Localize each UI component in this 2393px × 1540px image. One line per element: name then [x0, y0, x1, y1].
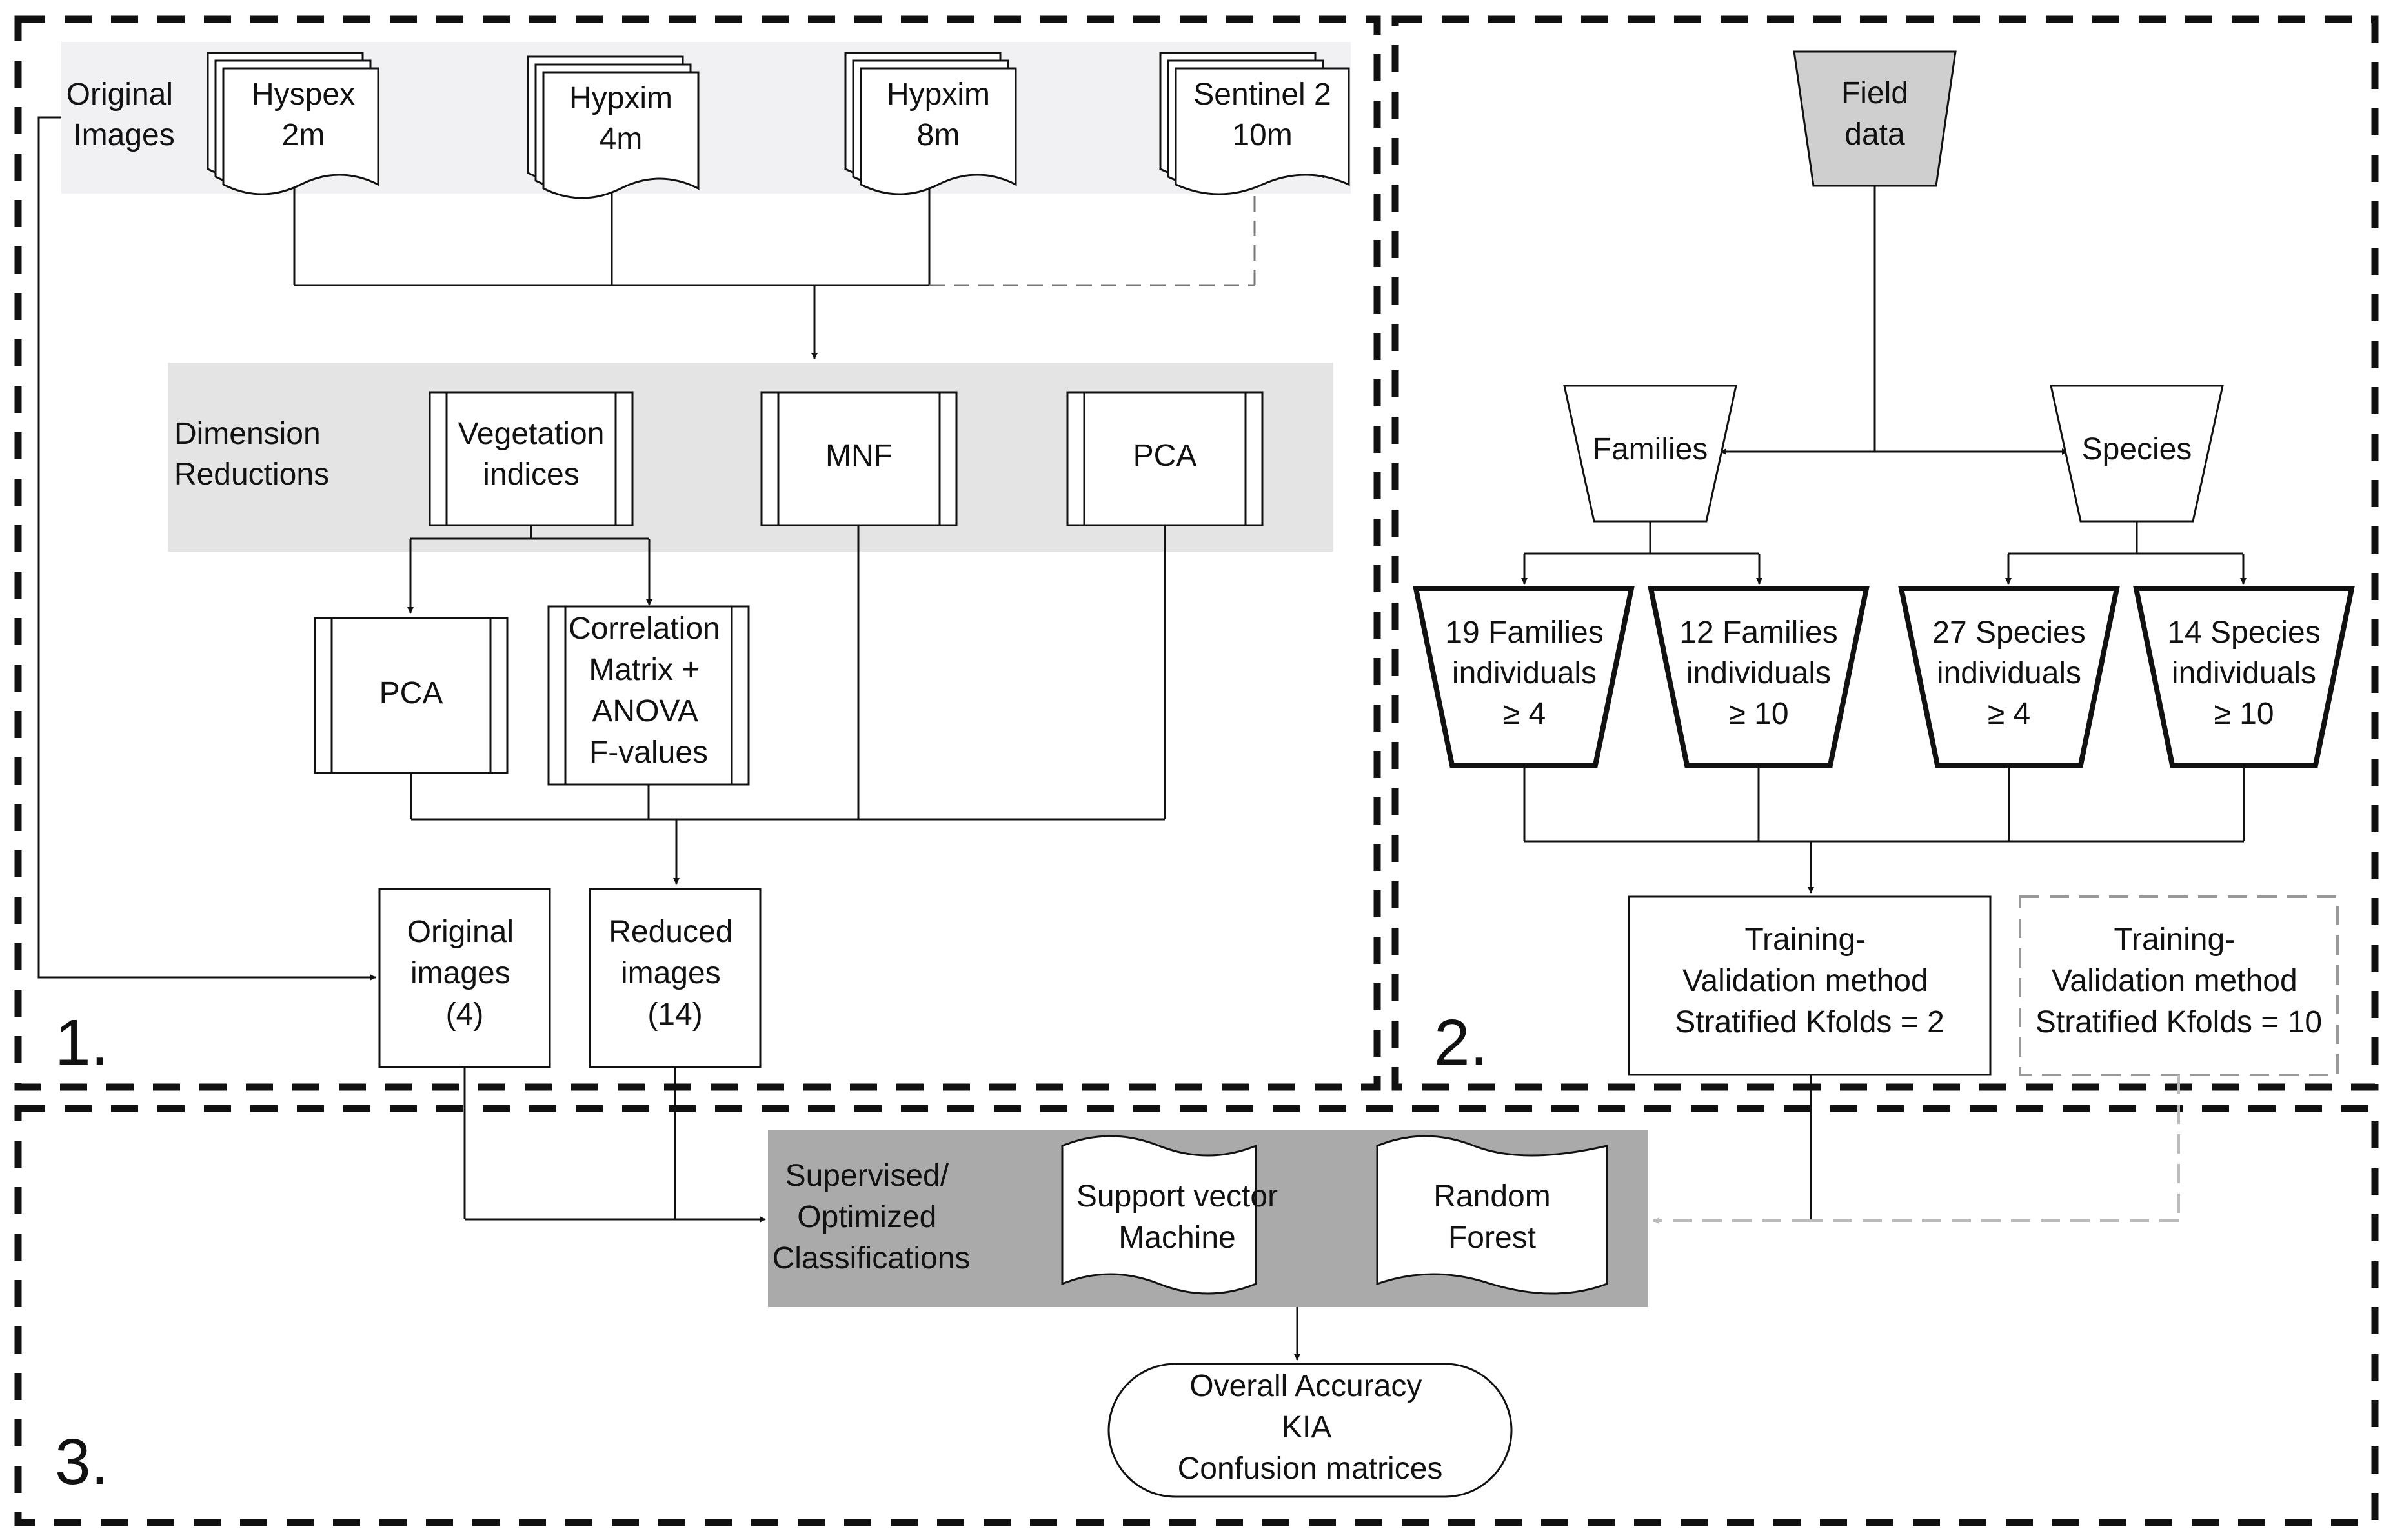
validation-kfolds-10-box: Training- Validation method Stratified K…: [2019, 895, 2339, 1076]
correlation-anova-box: Correlation Matrix + ANOVA F-values: [547, 605, 750, 786]
section-3-frame: [14, 1105, 2379, 1526]
original-images-bypass-arrow: [37, 116, 376, 981]
pca-top-box: PCA: [1066, 391, 1264, 526]
mnf-box: MNF: [760, 391, 958, 526]
families-shape: Families: [1563, 385, 1737, 523]
section-1-number: 1.: [55, 1006, 108, 1079]
svg-text:Species: Species: [2082, 432, 2192, 466]
species-split-arrows: [2005, 521, 2247, 585]
section1-to-classification-arrows: [463, 1067, 766, 1223]
svg-text:PCA: PCA: [1133, 439, 1197, 473]
families-split-arrows: [1521, 521, 1762, 585]
svg-text:Training- Validation met: Training- Validation method Stratified K…: [1675, 923, 1944, 1039]
validation-kfolds-2-box: Training- Validation method Stratified K…: [1628, 895, 1992, 1076]
group-merge-lines: [1523, 765, 2245, 894]
svg-text:Correlation Matrix +: Correlation Matrix + ANOVA F-values: [569, 612, 729, 770]
section-2-number: 2.: [1434, 1006, 1488, 1079]
svg-text:Training- Validation met: Training- Validation method Stratified K…: [2035, 923, 2322, 1039]
accuracy-outputs-ellipse: Overall Accuracy KIA Confusion matrices: [1107, 1363, 1513, 1498]
classification-label: Supervised/ Optimized Classifications: [772, 1159, 971, 1275]
reduced-images-output-box: Reduced images (14): [589, 888, 762, 1068]
species-shape: Species: [2050, 385, 2224, 523]
svg-text:PCA: PCA: [379, 676, 443, 710]
original-images-label: Original Images: [66, 77, 182, 152]
svg-text:MNF: MNF: [825, 439, 893, 473]
reduction-merge-lines: [410, 525, 1166, 885]
vegetation-split-arrows: [407, 525, 652, 614]
pca-sub-box: PCA: [314, 617, 509, 774]
svg-text:Reduced images (14: Reduced images (14): [609, 915, 741, 1032]
validation-to-classification-arrows: [1653, 1075, 2180, 1224]
svg-text:Original images (4: Original images (4): [407, 915, 523, 1032]
section-2-frame: [1391, 15, 2379, 1091]
image-connectors: [293, 187, 1256, 359]
original-images-output-box: Original images (4): [378, 888, 551, 1068]
svg-text:Families: Families: [1593, 432, 1708, 466]
svg-text:Overall Accuracy KIA: Overall Accuracy KIA Confusion matrices: [1178, 1369, 1443, 1486]
section-3-number: 3.: [55, 1426, 108, 1498]
dimension-reductions-label: Dimension Reductions: [174, 417, 329, 492]
